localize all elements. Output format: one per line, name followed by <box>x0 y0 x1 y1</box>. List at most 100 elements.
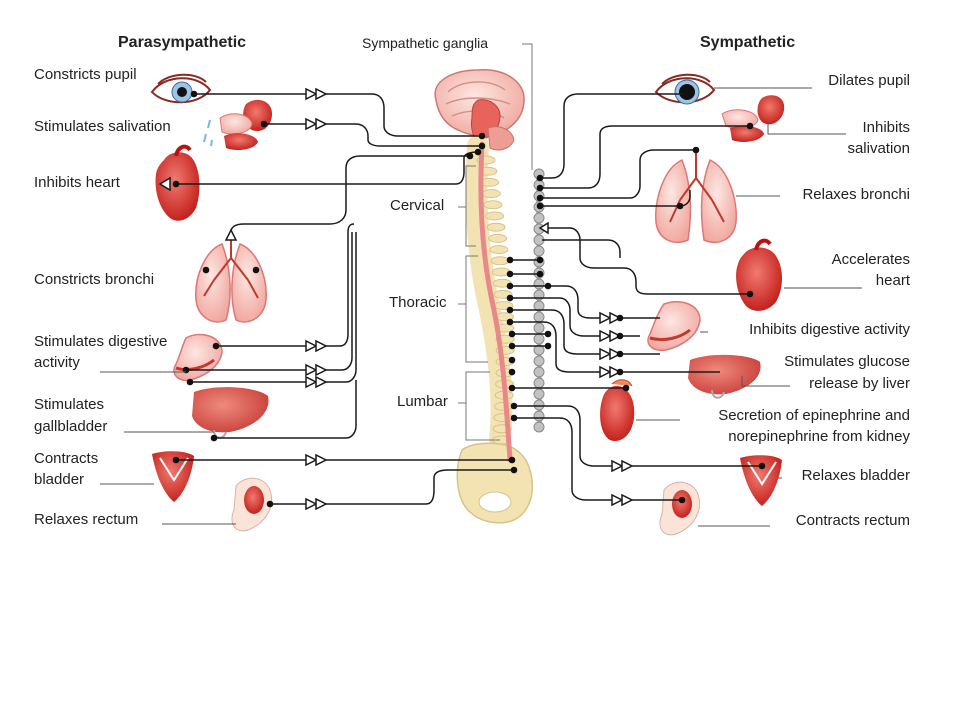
left-lungs <box>195 232 267 323</box>
ganglion <box>533 311 545 323</box>
parasympathetic-header: Parasympathetic <box>118 34 247 51</box>
synapse-dots <box>172 90 766 508</box>
synapse-dot <box>758 462 766 470</box>
label-constricts-pupil: Constricts pupil <box>34 66 137 83</box>
label-bladder: bladder <box>34 471 85 488</box>
synapse-dot <box>466 152 474 160</box>
synapse-dot <box>212 342 220 350</box>
left-rectum <box>231 477 272 532</box>
synapse-dot <box>536 270 544 278</box>
synapse-dot <box>510 414 518 422</box>
region-thoracic: Thoracic <box>389 294 447 311</box>
label-contracts-rectum: Contracts rectum <box>795 512 910 529</box>
vertebra <box>490 256 510 266</box>
synapse-dot <box>622 384 630 392</box>
ganglion <box>533 245 545 257</box>
ganglion-triangle <box>538 221 549 235</box>
ganglion-triangle <box>224 228 238 241</box>
synapse-dot <box>616 350 624 358</box>
right-stomach <box>647 300 701 352</box>
label-constricts-bronchi: Constricts bronchi <box>34 271 155 288</box>
label-contracts: Contracts <box>34 450 99 467</box>
nerve-pathways <box>176 93 762 505</box>
synapse-dot <box>260 120 268 128</box>
ganglion <box>533 399 545 411</box>
ganglion <box>533 410 545 422</box>
ganglion-triangle <box>609 329 622 343</box>
ganglion <box>533 322 545 334</box>
synapse-dot <box>172 180 180 188</box>
synapse-dot <box>508 330 516 338</box>
synapse-dot <box>508 342 516 350</box>
ganglion-triangle <box>599 311 612 325</box>
synapse-dot <box>506 306 514 314</box>
synapse-dot <box>478 132 486 140</box>
ganglion <box>533 278 545 290</box>
label-leaders <box>100 87 862 527</box>
ganglion <box>533 300 545 312</box>
ganglion-triangle <box>305 339 318 353</box>
synapse-dot <box>746 122 754 130</box>
vertebra <box>483 200 503 210</box>
spinal-cord <box>478 141 513 463</box>
region-cervical: Cervical <box>390 197 445 214</box>
label-inhibits-digestive-activity: Inhibits digestive activity <box>749 321 910 338</box>
ganglion-triangle <box>315 87 328 101</box>
ganglion-triangle <box>305 497 318 511</box>
synapse-dot <box>190 90 198 98</box>
label-dilates-pupil: Dilates pupil <box>828 72 910 89</box>
label-stimulates: Stimulates <box>34 396 105 413</box>
ganglion-triangle <box>599 329 612 343</box>
synapse-dot <box>266 500 274 508</box>
right-heart <box>736 238 782 311</box>
synapse-dot <box>252 266 260 274</box>
ganglia-pointer <box>522 43 533 170</box>
synapse-dot <box>510 466 518 474</box>
left-liver <box>192 387 269 439</box>
synapse-dot <box>616 314 624 322</box>
label-inhibits: Inhibits <box>862 119 910 136</box>
ganglion-triangle <box>158 176 171 192</box>
region-brackets <box>458 165 500 441</box>
ganglion <box>533 421 545 433</box>
synapse-dot <box>506 294 514 302</box>
synapse-dot <box>746 290 754 298</box>
region-lumbar: Lumbar <box>397 393 448 410</box>
right-bladder <box>740 455 782 506</box>
label-stimulates-digestive: Stimulates digestive <box>34 333 168 350</box>
label-relaxes-bladder: Relaxes bladder <box>801 467 910 484</box>
label-gallbladder: gallbladder <box>34 418 108 435</box>
synapse-dot <box>682 90 690 98</box>
synapse-dot <box>536 256 544 264</box>
ganglion <box>533 366 545 378</box>
ganglion <box>533 344 545 356</box>
synapse-dot <box>544 330 552 338</box>
sympathetic-header: Sympathetic <box>700 34 796 51</box>
ganglion-triangle <box>305 375 318 389</box>
ganglion-triangle <box>315 339 328 353</box>
synapse-dot <box>544 342 552 350</box>
sympathetic-ganglia-label: Sympathetic ganglia <box>362 35 489 51</box>
ganglion <box>533 388 545 400</box>
vertebra <box>485 211 505 221</box>
right-salivary-glands <box>721 95 785 142</box>
right-eye <box>654 73 716 105</box>
label-stimulates-glucose: Stimulates glucose <box>784 353 910 370</box>
ganglion-triangle <box>305 363 318 377</box>
synapse-dot <box>474 148 482 156</box>
synapse-dot <box>508 368 516 376</box>
synapse-dot <box>506 282 514 290</box>
ganglion <box>533 355 545 367</box>
synapse-dot <box>510 402 518 410</box>
vertebra <box>488 233 508 243</box>
synapse-dot <box>172 456 180 464</box>
ganglion-triangle <box>305 117 318 131</box>
ganglion-triangle <box>609 311 622 325</box>
label-relaxes-rectum: Relaxes rectum <box>34 511 139 528</box>
synapse-dot <box>508 356 516 364</box>
ganglion <box>533 377 545 389</box>
synapse-dot <box>692 146 700 154</box>
synapse-dot <box>506 270 514 278</box>
label-secretion-epinephrine: Secretion of epinephrine and <box>718 407 910 424</box>
